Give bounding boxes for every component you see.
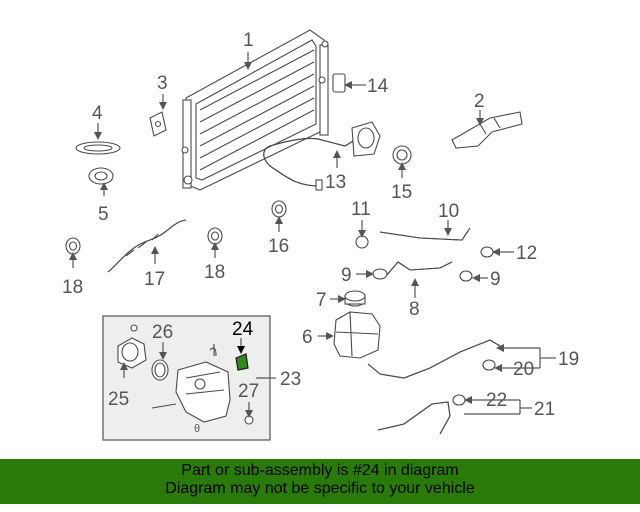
hose-clamp-18-left[interactable] (65, 237, 81, 255)
callout-26: 26 (152, 322, 173, 343)
callout-20: 20 (513, 359, 534, 380)
callout-1: 1 (243, 30, 254, 51)
insulator-upper[interactable] (75, 141, 121, 155)
callout-23: 23 (280, 369, 301, 390)
banner-line-1: Part or sub-assembly is #24 in diagram (181, 462, 459, 479)
callout-11: 11 (351, 199, 371, 220)
coolant-line-19[interactable] (367, 339, 501, 379)
callout-3: 3 (157, 73, 168, 94)
reservoir-cap[interactable] (344, 290, 366, 307)
hose-clamp-12[interactable] (480, 246, 494, 258)
callout-13: 13 (325, 172, 346, 193)
parts-diagram: 1 2 3 4 5 13 14 (62, 29, 579, 441)
callout-5: 5 (98, 204, 109, 225)
retainer-14[interactable] (332, 73, 346, 93)
hose-clamp-16[interactable] (271, 200, 287, 218)
coolant-reservoir[interactable] (333, 311, 381, 359)
callout-12: 12 (516, 243, 537, 264)
callout-9-right: 9 (490, 269, 501, 290)
callout-21: 21 (534, 399, 555, 420)
callout-15: 15 (391, 182, 412, 203)
upper-radiator-hose[interactable] (263, 121, 381, 191)
hose-clamp-9-right[interactable] (459, 270, 473, 282)
callout-6: 6 (302, 327, 313, 348)
heater-hose-8[interactable] (385, 261, 453, 277)
overflow-hose-10[interactable] (379, 227, 471, 241)
callout-22: 22 (486, 390, 507, 411)
hose-clamp-9-left[interactable] (372, 268, 388, 280)
gasket-26[interactable] (151, 359, 169, 381)
lower-radiator-hose[interactable] (107, 219, 187, 273)
callout-25: 25 (108, 389, 129, 410)
radiator-bracket[interactable] (149, 111, 167, 137)
part-info-banner: Part or sub-assembly is #24 in diagram D… (0, 459, 640, 504)
air-deflector[interactable] (451, 111, 523, 149)
callout-18-left: 18 (62, 277, 83, 298)
callout-2: 2 (474, 91, 485, 112)
radiator[interactable] (181, 29, 329, 191)
callout-8: 8 (409, 299, 420, 320)
callout-17: 17 (144, 269, 165, 290)
callout-18-right: 18 (204, 262, 225, 283)
hose-clamp-15[interactable] (392, 145, 412, 165)
callout-19: 19 (558, 349, 579, 370)
callout-27: 27 (238, 381, 259, 402)
hose-clamp-18-right[interactable] (207, 227, 223, 245)
callout-10: 10 (438, 201, 459, 222)
callout-9-left: 9 (341, 265, 352, 286)
callout-24: 24 (232, 319, 254, 340)
coolant-line-21[interactable] (377, 394, 466, 435)
insulator-lower[interactable] (88, 167, 114, 185)
svg-text:θ: θ (194, 423, 200, 435)
callout-7: 7 (316, 290, 327, 311)
banner-line-2: Diagram may not be specific to your vehi… (165, 480, 475, 497)
callout-16: 16 (268, 236, 289, 257)
callout-14: 14 (367, 76, 389, 97)
water-outlet-25[interactable] (117, 324, 147, 369)
thermostat-housing[interactable]: θ (151, 344, 231, 435)
part-24-highlighted[interactable] (235, 353, 249, 371)
callout-4: 4 (92, 103, 103, 124)
